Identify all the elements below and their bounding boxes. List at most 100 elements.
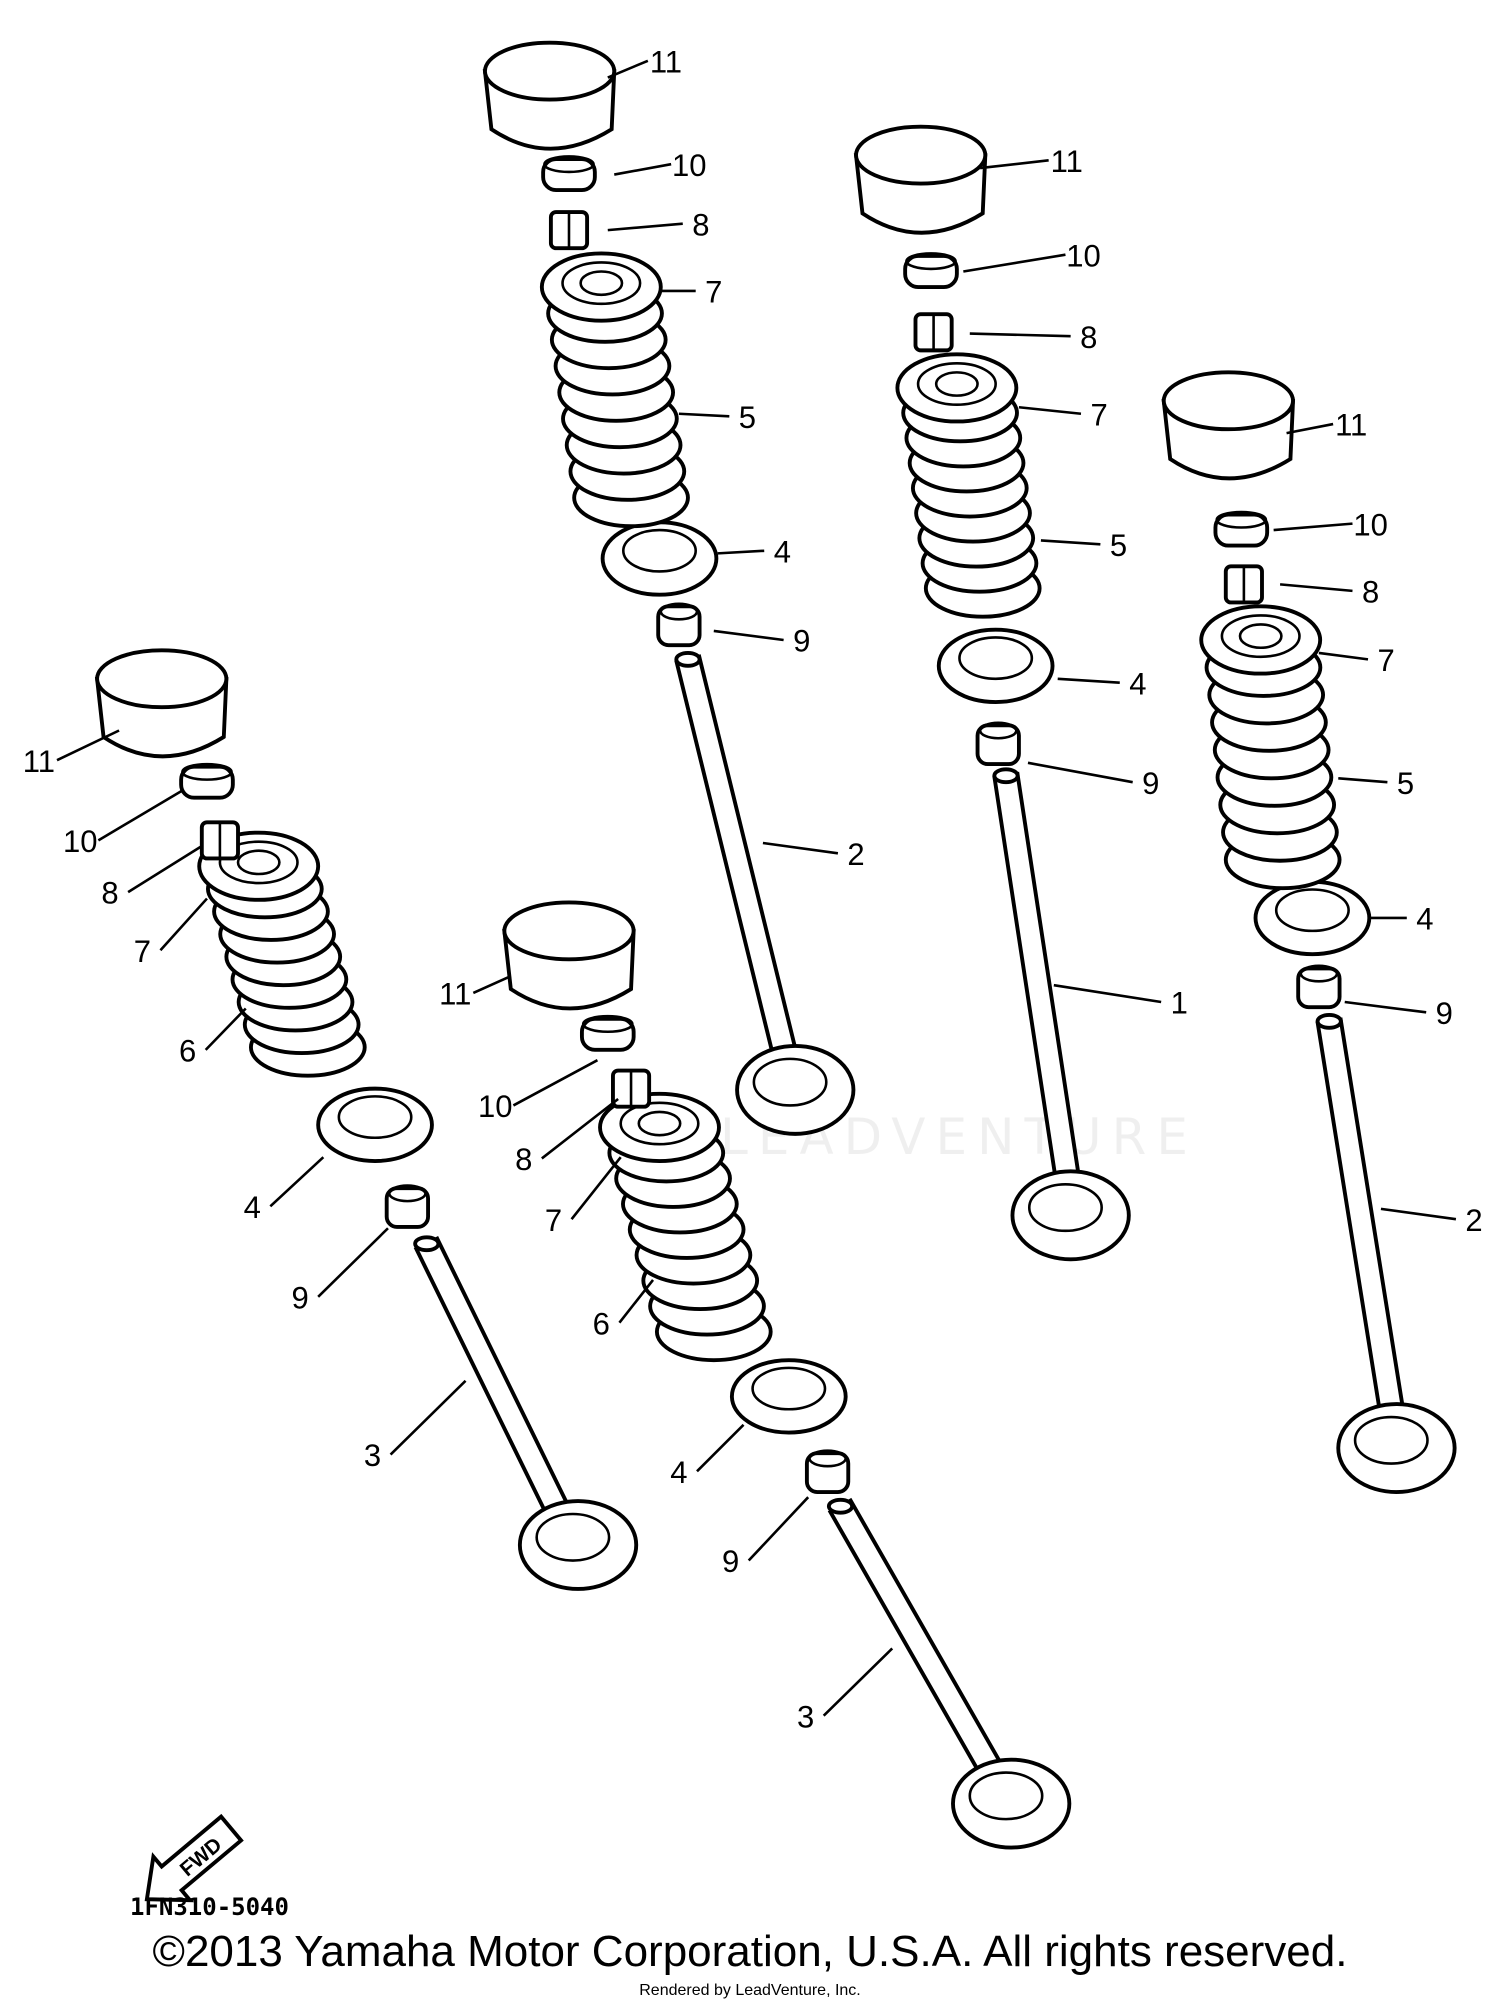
- callout-number: 6: [179, 1033, 196, 1068]
- callout-number: 10: [672, 148, 707, 183]
- callout-number: 11: [1335, 408, 1367, 443]
- leader-line: [607, 222, 683, 232]
- callout-spring-seat: 4: [1057, 666, 1146, 701]
- callout-number: 8: [692, 207, 709, 242]
- valve-stem-seal: [384, 1184, 431, 1229]
- leader-line: [1018, 405, 1082, 416]
- callout-valve-stem-seal: 9: [291, 1227, 389, 1315]
- valve-stem-seal: [656, 602, 702, 648]
- spring-retainer: [539, 251, 663, 323]
- callout-number: 4: [1129, 666, 1146, 701]
- callout-valve: 3: [797, 1647, 894, 1734]
- spring-seat: [316, 1086, 434, 1163]
- leader-line: [1380, 1207, 1457, 1221]
- callout-number: 9: [722, 1544, 739, 1579]
- adjusting-pad: [179, 762, 235, 800]
- leader-line: [713, 629, 784, 642]
- callout-valve: 3: [364, 1379, 467, 1473]
- callout-number: 11: [439, 977, 471, 1012]
- callout-spring-retainer: 7: [134, 897, 208, 969]
- callout-spring-seat: 4: [670, 1423, 745, 1490]
- callout-valve-stem-seal: 9: [713, 624, 810, 659]
- callout-number: 6: [593, 1306, 610, 1341]
- leader-line: [822, 1647, 894, 1717]
- callout-valve-cotter: 8: [1279, 574, 1379, 609]
- leader-line: [614, 162, 672, 176]
- adjusting-pad: [579, 1014, 636, 1052]
- rendered-by-notice: Rendered by LeadVenture, Inc.: [639, 1982, 861, 1999]
- leader-line: [204, 1007, 247, 1051]
- callout-number: 8: [1362, 574, 1379, 609]
- callout-tappet: 11: [979, 144, 1083, 179]
- callout-number: 11: [23, 744, 55, 779]
- callout-number: 8: [515, 1142, 532, 1177]
- callout-number: 5: [1397, 766, 1414, 801]
- leader-line: [1318, 651, 1369, 661]
- callout-number: 2: [1465, 1203, 1482, 1238]
- leader-line: [1344, 1000, 1427, 1014]
- callout-number: 3: [797, 1699, 814, 1734]
- callout-number: 10: [63, 824, 97, 859]
- callout-valve: 2: [1380, 1203, 1483, 1238]
- leader-line: [607, 59, 649, 79]
- spring-seat: [729, 1358, 848, 1435]
- valve-cotter: [1223, 564, 1264, 605]
- adjusting-pad: [541, 155, 597, 192]
- callout-spring-seat: 4: [244, 1156, 325, 1225]
- valve-cotter: [611, 1068, 652, 1109]
- leader-line: [1040, 539, 1101, 546]
- callout-valve-cotter: 8: [101, 845, 202, 911]
- leader-line: [56, 729, 120, 762]
- callout-valve-stem-seal: 9: [1027, 761, 1159, 801]
- tappet: [1161, 370, 1296, 481]
- leader-line: [389, 1379, 467, 1456]
- leader-line: [472, 974, 512, 995]
- leader-line: [1057, 677, 1120, 684]
- callout-number: 4: [670, 1455, 687, 1490]
- callout-number: 5: [739, 400, 756, 435]
- leader-line: [127, 845, 202, 894]
- callout-adjusting-pad: 10: [614, 148, 706, 183]
- valve: [826, 1497, 1072, 1850]
- callout-adjusting-pad: 10: [963, 238, 1101, 273]
- diagram-code: 1FN310-5040: [130, 1893, 289, 1921]
- callout-adjusting-pad: 10: [1273, 507, 1388, 542]
- spring-seat: [600, 520, 719, 597]
- callout-adjusting-pad: 10: [478, 1059, 599, 1124]
- callout-number: 7: [1090, 397, 1107, 432]
- callout-number: 9: [793, 624, 810, 659]
- callout-valve-stem-seal: 9: [1344, 996, 1453, 1031]
- callout-valve-cotter: 8: [515, 1097, 619, 1177]
- leader-line: [317, 1227, 389, 1298]
- valve-stem-seal: [975, 721, 1021, 767]
- adjusting-pad: [903, 252, 959, 289]
- leader-line: [1053, 983, 1162, 1004]
- valve: [413, 1235, 639, 1591]
- leader-line: [570, 1156, 622, 1221]
- callout-valve-stem-seal: 9: [722, 1496, 810, 1579]
- callout-valve-cotter: 8: [607, 207, 709, 242]
- callout-valve: 2: [762, 837, 865, 872]
- leader-line: [269, 1156, 325, 1208]
- valve-cotter: [199, 820, 240, 861]
- tappet: [94, 648, 229, 759]
- valve: [674, 650, 856, 1136]
- leader-line: [541, 1097, 619, 1160]
- callout-number: 4: [774, 534, 791, 569]
- leader-line: [963, 253, 1066, 273]
- leader-line: [747, 1496, 810, 1562]
- callout-number: 11: [1051, 144, 1083, 179]
- callout-number: 10: [1353, 507, 1387, 542]
- leader-line: [1286, 422, 1334, 435]
- leader-line: [1279, 583, 1353, 593]
- leader-line: [1027, 761, 1133, 784]
- leader-line: [512, 1059, 599, 1107]
- callout-valve: 1: [1053, 983, 1188, 1021]
- callout-number: 8: [101, 876, 118, 911]
- callout-number: 9: [1436, 996, 1453, 1031]
- callout-number: 9: [291, 1280, 308, 1315]
- leader-line: [97, 790, 182, 842]
